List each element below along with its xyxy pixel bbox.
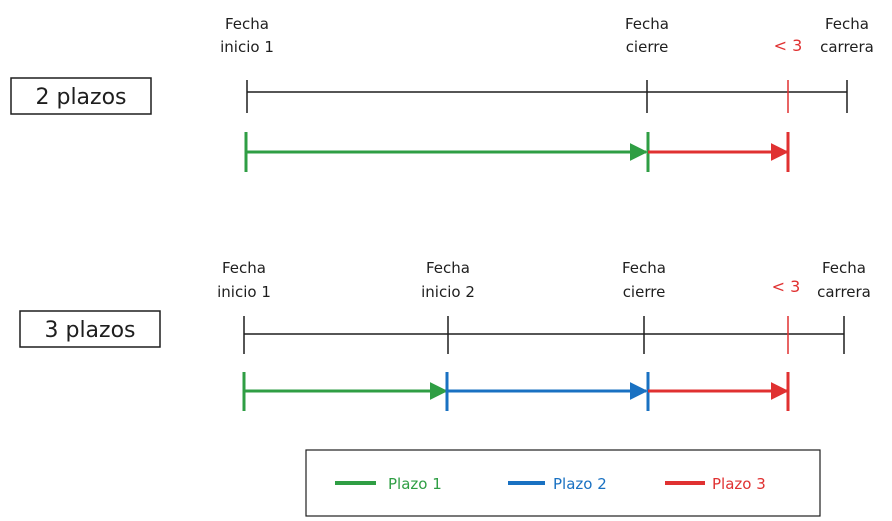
scenario-3-plazos: 3 plazos Fecha inicio 1 Fecha inicio 2 F…: [19, 259, 871, 411]
scenario-3-box: [19, 310, 161, 348]
legend-plazo-1-label: Plazo 1: [388, 475, 442, 493]
label-fecha-inicio-1-line1: Fecha: [222, 259, 266, 277]
label-fecha-inicio-1-line2: inicio 1: [217, 283, 271, 301]
label-fecha-inicio-2-line2: inicio 2: [421, 283, 475, 301]
label-fecha-cierre-line2: cierre: [623, 283, 666, 301]
label-fecha-carrera-line1: Fecha: [825, 15, 869, 33]
label-fecha-cierre-line2: cierre: [626, 38, 669, 56]
scenario-2-box-label: 2 plazos: [35, 85, 126, 110]
label-fecha-carrera-line2: carrera: [820, 38, 874, 56]
scenario-2-plazos: 2 plazos Fecha inicio 1 Fecha cierre Fec…: [10, 15, 874, 172]
label-fecha-cierre-line1: Fecha: [622, 259, 666, 277]
scenario-2-box: [10, 77, 152, 115]
label-gap-less-than-3: < 3: [774, 36, 803, 55]
label-fecha-inicio-2-line1: Fecha: [426, 259, 470, 277]
label-fecha-carrera-line1: Fecha: [822, 259, 866, 277]
label-fecha-inicio-1-line1: Fecha: [225, 15, 269, 33]
legend-box: [305, 449, 821, 517]
legend: Plazo 1 Plazo 2 Plazo 3: [305, 449, 821, 517]
label-fecha-inicio-1-line2: inicio 1: [220, 38, 274, 56]
label-fecha-cierre-line1: Fecha: [625, 15, 669, 33]
scenario-3-box-label: 3 plazos: [44, 318, 135, 343]
label-gap-less-than-3: < 3: [772, 277, 801, 296]
label-fecha-carrera-line2: carrera: [817, 283, 871, 301]
legend-plazo-2-label: Plazo 2: [553, 475, 607, 493]
legend-plazo-3-label: Plazo 3: [712, 475, 766, 493]
